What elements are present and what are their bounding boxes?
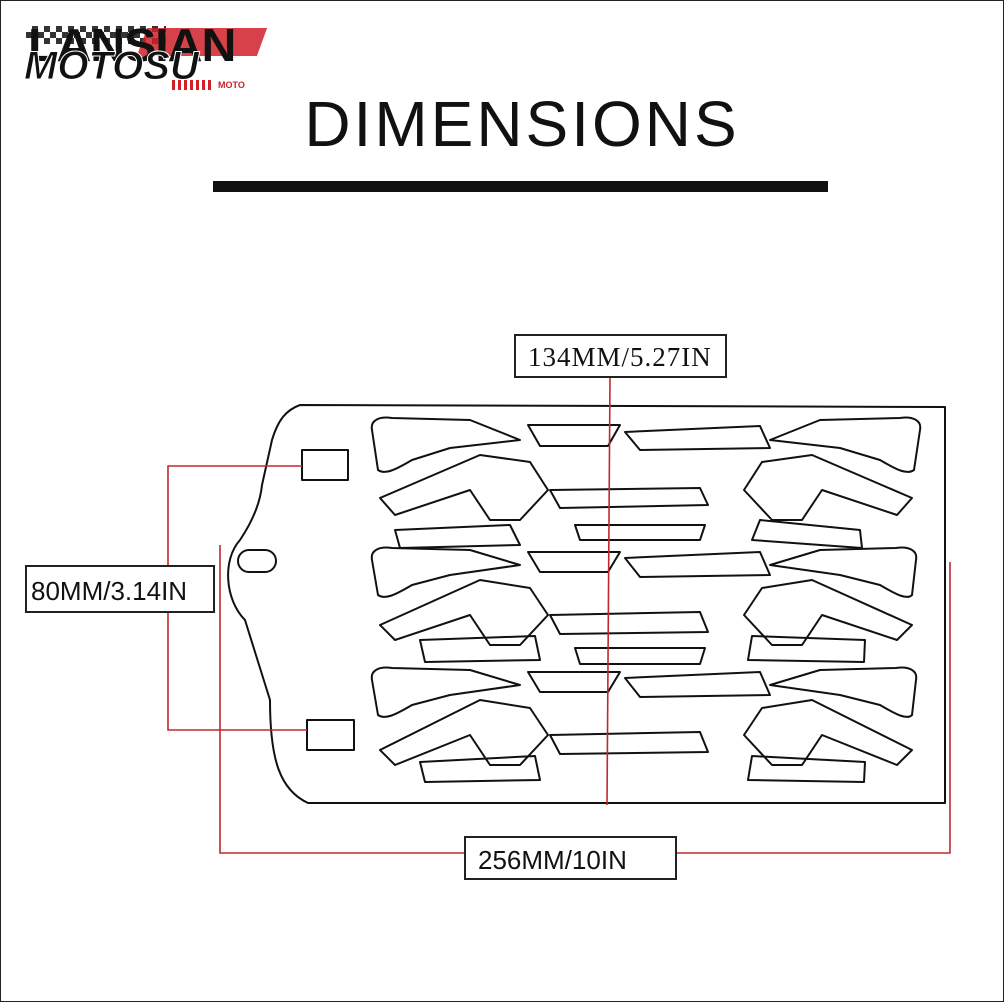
page-title: DIMENSIONS [304,88,740,160]
grille-band-3 [370,666,918,783]
width-dimension-label: 134MM/5.27IN [514,334,727,378]
grille-band-1 [370,416,922,549]
height-dimension-label: 80MM/3.14IN [25,565,215,613]
logo-stripes [172,80,214,90]
grille-band-2 [370,546,918,665]
logo-checker-pattern [26,26,166,44]
brand-logo: LANSIAN MOTOSU MOTO [22,18,312,98]
width-dimension-line [606,377,611,806]
length-dimension-label: 256MM/10IN [464,836,677,880]
length-dimension-line-left [219,545,464,854]
title-underline [213,181,828,192]
length-dimension-line-right [677,562,951,854]
mount-tab-top [301,449,349,481]
logo-tag: MOTO [218,80,245,90]
mounting-slot [237,549,277,573]
logo-text-bottom: MOTOSU [24,44,200,88]
logo-text-top: LANSIAN [28,19,236,71]
mount-tab-bottom [306,719,355,751]
plate-outline [227,404,946,804]
